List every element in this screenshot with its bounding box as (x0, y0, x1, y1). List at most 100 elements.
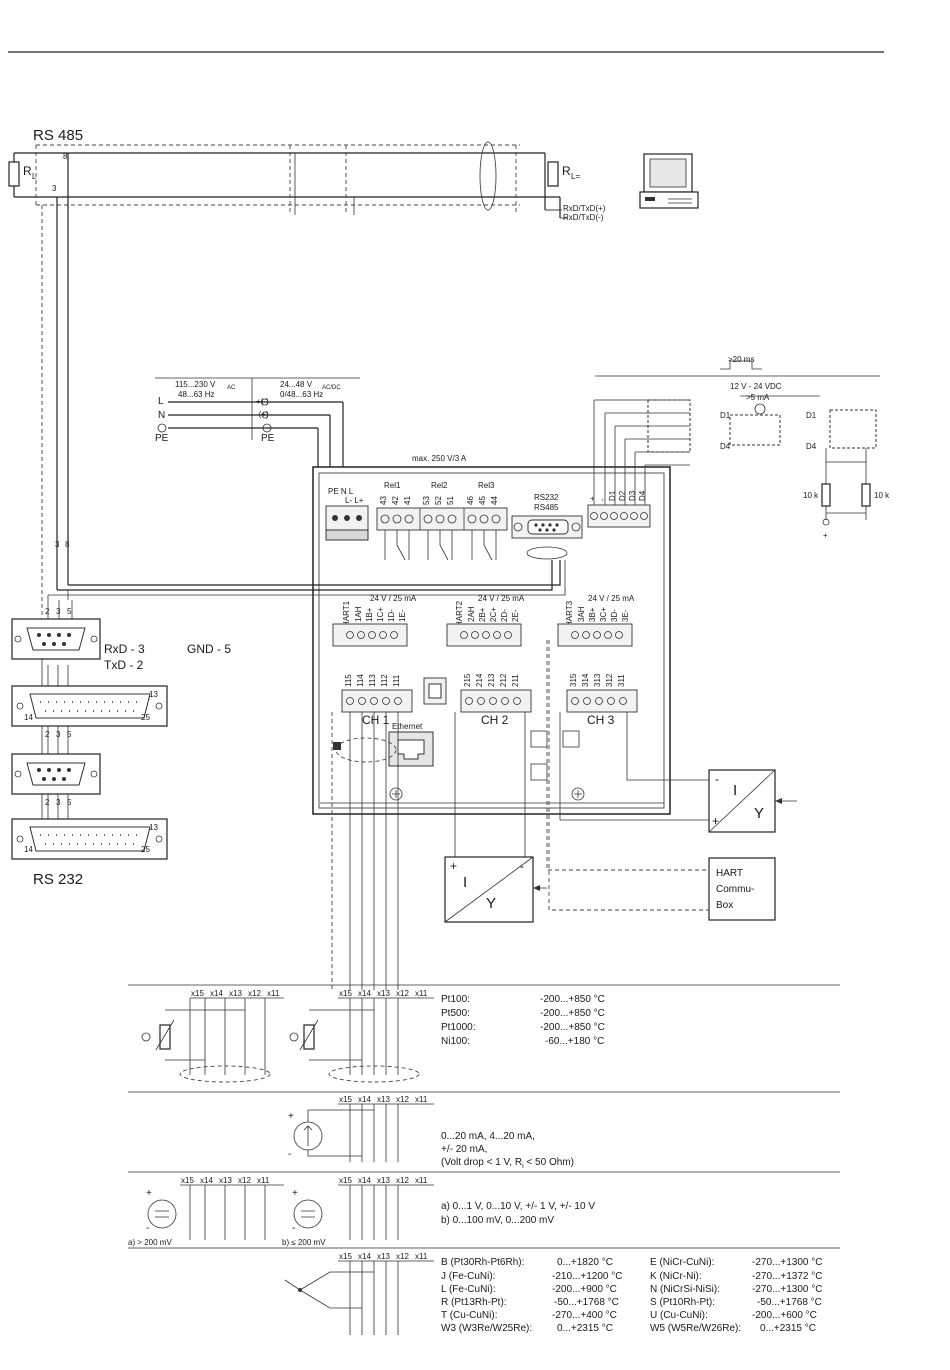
di-d1b: D1 (806, 411, 817, 420)
rtd-l-x13: x13 (229, 989, 242, 998)
voltage-line1: a) 0...1 V, 0...10 V, +/- 1 V, +/- 10 V (441, 1201, 595, 1212)
dc-freq: 0/48...63 Hz (280, 390, 323, 399)
rel2-label: Rel2 (431, 481, 448, 490)
tc-left-range-1: -210...+1200 °C (552, 1271, 622, 1282)
tc-left-range-2: -200...+900 °C (552, 1284, 617, 1295)
h3-pin-1: 3AH (577, 606, 586, 622)
power-minus: -(+) (256, 410, 269, 419)
tc-right-name-5: W5 (W5Re/W26Re): (650, 1323, 741, 1334)
h3-pin-3: 3C+ (599, 607, 608, 622)
db9-1-pin2: 2 (45, 607, 50, 616)
db9-connector-2 (11, 753, 101, 795)
drop-pin-b: 8 (65, 540, 70, 549)
thermocouple-wiring (284, 1260, 434, 1335)
tc-right-range-1: -270...+1372 °C (752, 1271, 822, 1282)
h1-pin-5: 1E- (398, 609, 407, 622)
vr-x12: x12 (396, 1176, 409, 1185)
vr-x13: x13 (377, 1176, 390, 1185)
rel1-pin-42: 42 (391, 496, 400, 505)
h2-pin-5: 2E- (511, 609, 520, 622)
h1-pin-1: 1AH (354, 606, 363, 622)
rel1-pin-41: 41 (403, 496, 412, 505)
ac-freq: 48...63 Hz (178, 390, 214, 399)
rel3-pin-45: 45 (478, 496, 487, 505)
tc-x12: x12 (396, 1252, 409, 1261)
hart3-label: HART3 (565, 600, 574, 627)
ch3-pin-2: 314 (581, 673, 590, 687)
rs485-drop-lines (41, 153, 69, 620)
h2-pin-1: 2AH (467, 606, 476, 622)
tc-x13: x13 (377, 1252, 390, 1261)
pulse-width: >20 ms (728, 355, 754, 364)
di-plus: + (823, 531, 828, 540)
di-pin-minus: - (598, 498, 607, 501)
di-pin-d3: D3 (628, 490, 637, 501)
db25-1-pin14: 14 (24, 713, 33, 722)
rs485-bus (13, 141, 568, 219)
di-pin-d4: D4 (638, 490, 647, 501)
rtd-l-x12: x12 (248, 989, 261, 998)
power-pe: PE (155, 433, 169, 444)
converter-right (559, 712, 797, 833)
hart-box-line1: HART (716, 868, 743, 879)
conv2-minus: - (715, 772, 719, 786)
rxd-label: RxD - 3 (104, 642, 145, 656)
h3-pin-5: 3E- (621, 609, 630, 622)
power-plus: +(-) (256, 397, 269, 406)
conv2-plus: + (712, 814, 719, 828)
vl-plus: + (146, 1188, 152, 1199)
ch1-pin-5: 111 (392, 674, 401, 687)
termination-resistor-left (8, 161, 20, 187)
rtd-l-x11: x11 (267, 989, 280, 998)
cur-x13: x13 (377, 1095, 390, 1104)
h2-pin-2: 2B+ (478, 607, 487, 622)
vr-minus: - (292, 1223, 295, 1234)
cur-minus: - (288, 1149, 291, 1160)
h2-pin-3: 2C+ (489, 607, 498, 622)
power-supply-section (155, 377, 360, 505)
device-rs485-label: RS485 (534, 503, 559, 512)
ch2-terminal-block (460, 689, 532, 713)
db9-connector-1 (11, 618, 101, 660)
di-pin-d2: D2 (618, 490, 627, 501)
rtd-range-2: -200...+850 °C (540, 1022, 605, 1033)
rel2-pin-52: 52 (434, 496, 443, 505)
tc-x11: x11 (415, 1252, 428, 1261)
rtd-range-3: -60...+180 °C (545, 1036, 604, 1047)
hart1-terminal-block (332, 623, 408, 647)
tc-right-range-2: -270...+1300 °C (752, 1284, 822, 1295)
db9-1-pin5: 5 (67, 607, 72, 616)
resistor-10k-a: 10 k (803, 491, 819, 500)
ch2-pin-3: 213 (487, 673, 496, 687)
hart2-label: HART2 (455, 600, 464, 627)
rtd-name-1: Pt500: (441, 1008, 470, 1019)
h3-pin-4: 3D- (610, 609, 619, 622)
tc-left-range-5: 0...+2315 °C (557, 1323, 613, 1334)
ch1-pin-4: 112 (380, 674, 389, 687)
db9-2-pin2: 2 (45, 730, 50, 739)
tc-left-range-3: -50...+1768 °C (554, 1297, 619, 1308)
h1-pin-3: 1C+ (376, 607, 385, 622)
hart-box-line2: Commu- (716, 884, 754, 895)
rel3-label: Rel3 (478, 481, 495, 490)
vl-minus: - (146, 1223, 149, 1234)
power-terminal-block (325, 505, 369, 541)
cur-x11: x11 (415, 1095, 428, 1104)
di-d4b: D4 (806, 442, 817, 451)
tc-left-name-5: W3 (W3Re/W25Re): (441, 1323, 532, 1334)
voltage-line2: b) 0...100 mV, 0...200 mV (441, 1215, 554, 1226)
rl-left-label: R (23, 164, 32, 178)
ch2-pin-1: 215 (463, 673, 472, 687)
di-current: >5 mA (746, 393, 770, 402)
voltage-source-wiring (147, 1184, 434, 1240)
db25-2-pin3: 3 (56, 798, 61, 807)
current-line1: 0...20 mA, 4...20 mA, (441, 1131, 535, 1142)
tc-right-range-5: 0...+2315 °C (760, 1323, 816, 1334)
device-subd-connector (511, 515, 583, 560)
db25-2-pin13: 13 (149, 823, 158, 832)
hart2-supply: 24 V / 25 mA (478, 594, 525, 603)
power-pe2: PE (261, 433, 275, 444)
vl-x11: x11 (257, 1176, 270, 1185)
ch3-pin-1: 315 (569, 673, 578, 687)
txd-label: TxD - 2 (104, 658, 144, 672)
